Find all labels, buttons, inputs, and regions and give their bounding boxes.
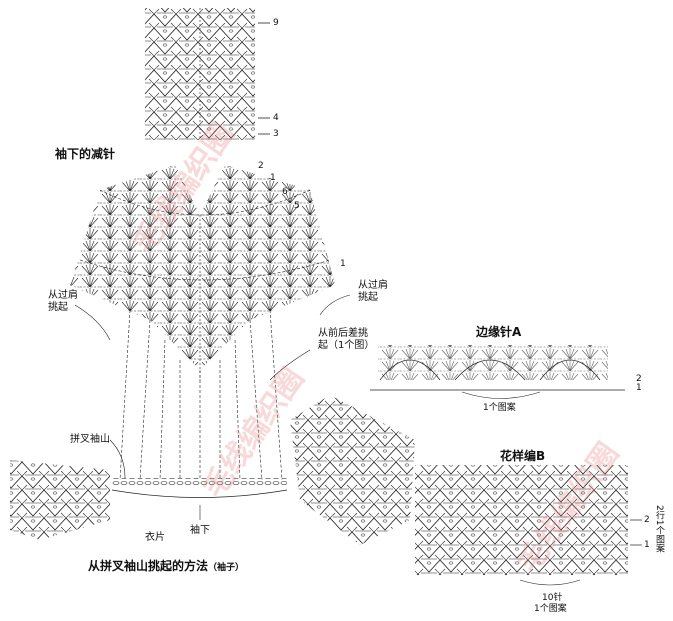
sleeve-top-chart [145,8,255,140]
one-pattern-b-label: 1个图案 [534,604,567,614]
two-rows-one-pattern-label: 2行1个图案 [654,505,664,553]
row-number-5: 5 [294,201,300,211]
pattern-b-chart [415,465,642,586]
sleeve-decrease-chart [70,165,335,380]
edging-a-title: 边缘针A [476,325,522,339]
row-number-9: 9 [273,18,279,28]
row-number-6: 6 [282,187,288,197]
method-title: 从拼叉袖山挑起的方法（袖子） [88,559,245,573]
body-piece-label: 衣片 [145,532,165,543]
row-number-2-b: 2 [644,515,650,525]
from-shoulder-right-label: 从过肩 挑起 [358,280,388,303]
row-number-3: 3 [273,129,279,139]
leader-lines [74,294,351,520]
body-left-chart [10,460,110,540]
raglan-sleeve-cap-label: 拼叉袖山 [70,434,110,445]
pickup-lines [119,309,283,481]
from-shoulder-left-label: 从过肩 挑起 [48,290,78,313]
row-number-1-b: 1 [644,540,650,550]
row-number-2-edge: 2 [636,374,642,384]
sleeve-decrease-label: 袖下的减针 [55,147,116,161]
row-number-1-right: 1 [340,259,346,269]
pattern-b-title: 花样编B [500,449,546,463]
body-edge-curve [111,489,288,498]
edging-a-chart [370,345,625,399]
raglan-chain [112,478,287,486]
row-number-1-mid: 1 [270,173,276,183]
one-pattern-a-label: 1个图案 [483,403,516,413]
underarm-label: 袖下 [190,525,210,536]
row-number-4: 4 [273,113,279,123]
from-back-front-label: 从前后差挑 起（1个图） [318,328,375,351]
body-right-chart [290,395,415,545]
ten-stitches-label: 10针 [542,593,563,603]
row-number-2-mid: 2 [258,161,264,171]
row-number-1-edge: 1 [636,383,642,393]
